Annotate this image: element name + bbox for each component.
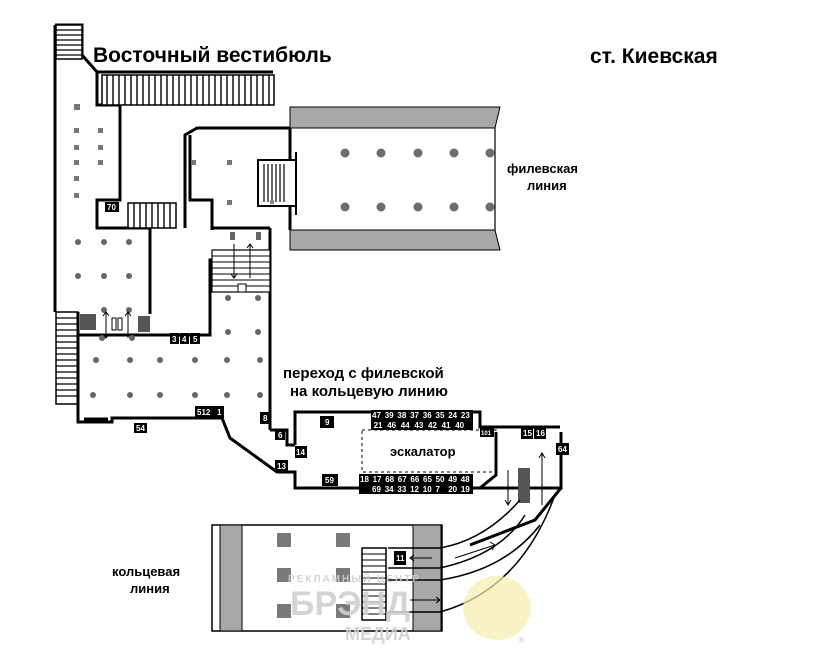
escalator-number: 38	[397, 411, 406, 420]
svg-text:4: 4	[182, 335, 187, 344]
svg-text:59: 59	[325, 476, 334, 485]
marker-70: 70	[105, 202, 119, 212]
escalator-number: 66	[410, 475, 419, 484]
escalator-zone: эскалатор	[359, 410, 563, 547]
escalator-bottom-numbers	[359, 474, 473, 494]
marker-512: 512	[195, 406, 214, 418]
escalator-number: 44	[401, 421, 410, 430]
escalator-number: 35	[436, 411, 445, 420]
marker-16: 16	[534, 427, 546, 439]
marker-9: 9	[320, 416, 334, 428]
marker-54: 54	[134, 423, 147, 433]
number-markers: 70 3 4 5 512 1 54 8 6 14 13 9 59 101 15 …	[105, 202, 569, 565]
svg-text:13: 13	[277, 462, 286, 471]
svg-text:11: 11	[396, 554, 405, 563]
escalator-number: 21	[374, 421, 383, 430]
svg-text:15: 15	[523, 429, 532, 438]
brand-media-watermark: РЕКЛАМНЫЙ ЦЕНТР БРЭНД МЕДИА ®	[288, 572, 531, 645]
watermark-line3: МЕДИА	[345, 624, 411, 644]
ring-line-platform	[211, 494, 556, 632]
fili-line-label-1: филевская	[507, 161, 578, 176]
escalator-number: 23	[461, 411, 470, 420]
ring-line-label-2: линия	[130, 581, 170, 596]
transfer-title-line2: на кольцевую линию	[290, 383, 448, 400]
svg-text:9: 9	[325, 418, 330, 427]
svg-text:16: 16	[536, 429, 545, 438]
svg-text:14: 14	[296, 448, 305, 457]
ring-line-label-1: кольцевая	[112, 564, 180, 579]
escalator-number: 20	[448, 485, 457, 494]
escalator-number: 22	[360, 421, 369, 430]
transfer-title-line1: переход с филевской	[283, 365, 444, 382]
svg-text:64: 64	[558, 445, 567, 454]
escalator-number: 47	[372, 411, 381, 420]
escalator-number: 36	[423, 411, 432, 420]
escalator-number: 67	[398, 475, 407, 484]
east-vestibule	[53, 23, 563, 490]
escalator-number: 18	[360, 475, 369, 484]
svg-text:3: 3	[172, 335, 177, 344]
marker-1: 1	[214, 406, 224, 418]
escalator-number: 69	[372, 485, 381, 494]
escalator-number: 50	[436, 475, 445, 484]
svg-text:70: 70	[107, 203, 116, 212]
escalator-number: 7	[436, 485, 441, 494]
escalator-top-row-2: 22 21 46 44 43 42 41 40	[360, 421, 465, 430]
fili-line-platform	[257, 106, 501, 251]
marker-101: 101	[480, 428, 494, 437]
watermark-brand: БРЭНД	[290, 585, 410, 623]
marker-11: 11	[394, 551, 406, 565]
svg-text:512: 512	[197, 408, 211, 417]
escalator-number: 43	[414, 421, 423, 430]
svg-text:6: 6	[278, 431, 283, 440]
marker-5: 5	[190, 333, 200, 344]
watermark-line1: РЕКЛАМНЫЙ ЦЕНТР	[288, 572, 421, 585]
marker-6: 6	[275, 430, 285, 440]
svg-text:8: 8	[263, 414, 268, 423]
escalator-number: 42	[428, 421, 437, 430]
escalator-number: 24	[448, 411, 457, 420]
escalator-number: 12	[410, 485, 419, 494]
marker-13: 13	[275, 460, 288, 472]
escalator-number: 49	[448, 475, 457, 484]
registered-mark-icon: ®	[518, 635, 525, 645]
escalator-number: 19	[461, 485, 470, 494]
marker-59: 59	[322, 474, 338, 486]
marker-3: 3	[170, 333, 179, 344]
watermark-mascot-icon	[463, 576, 531, 640]
escalator-label: эскалатор	[390, 444, 456, 459]
escalator-number: 46	[387, 421, 396, 430]
marker-64: 64	[556, 443, 569, 455]
marker-8: 8	[260, 412, 270, 424]
escalator-number: 33	[397, 485, 406, 494]
escalator-number: 48	[461, 475, 470, 484]
escalator-number: 39	[385, 411, 394, 420]
escalator-number: 41	[442, 421, 451, 430]
escalator-number: 34	[385, 485, 394, 494]
vestibule-title: Восточный вестибюль	[93, 44, 332, 67]
svg-text:101: 101	[481, 431, 492, 437]
marker-4: 4	[180, 333, 189, 344]
station-title: ст. Киевская	[590, 45, 718, 68]
escalator-number: 68	[385, 475, 394, 484]
svg-text:1: 1	[217, 408, 222, 417]
escalator-number: 10	[423, 485, 432, 494]
svg-text:5: 5	[193, 335, 198, 344]
escalator-number: 17	[373, 475, 382, 484]
escalator-number: 40	[455, 421, 464, 430]
svg-text:54: 54	[136, 424, 145, 433]
fili-line-label-2: линия	[527, 178, 567, 193]
marker-15: 15	[521, 427, 533, 439]
escalator-number: 37	[410, 411, 419, 420]
marker-14: 14	[295, 446, 307, 458]
escalator-number: 65	[423, 475, 432, 484]
escalator-top-numbers	[371, 410, 473, 430]
